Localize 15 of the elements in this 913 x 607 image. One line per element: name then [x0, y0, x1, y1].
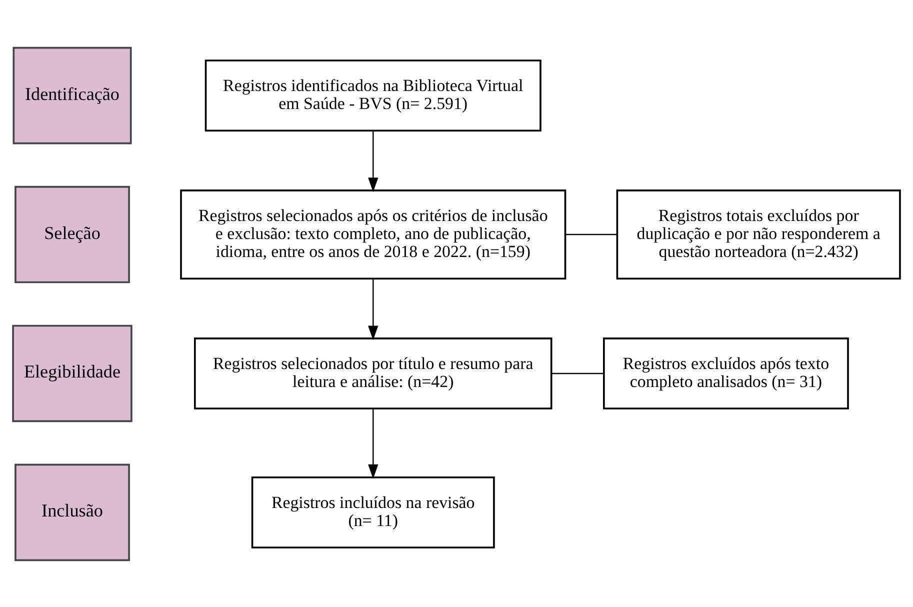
node-box: Elegibilidade — [12, 324, 132, 422]
node-box: Registros excluídos após texto completo analisados (n= 31) — [603, 337, 849, 409]
arrow — [368, 408, 378, 478]
arrow — [368, 278, 378, 340]
node-box: Registros selecionados após os critérios de inclusão e exclusão: texto completo, ano de publicação, idioma, entre os anos de 2018 e 2022. (n=159) — [180, 189, 566, 280]
node-box: Registros incluídos na revisão (n= 11) — [251, 476, 495, 548]
node-box: Registros selecionados por título e resumo para leitura e análise: (n=42) — [194, 337, 552, 409]
node-box: Registros totais excluídos por duplicação e por não responderem a questão norteadora (n=2.432) — [616, 189, 901, 280]
connector — [552, 372, 604, 374]
node-box: Seleção — [14, 185, 130, 283]
connector — [565, 233, 618, 235]
node-box: Registros identificados na Biblioteca Virtual em Saúde - BVS (n= 2.591) — [204, 59, 542, 132]
node-box: Identificação — [12, 46, 132, 144]
arrow — [368, 130, 378, 192]
node-box: Inclusão — [14, 463, 130, 561]
